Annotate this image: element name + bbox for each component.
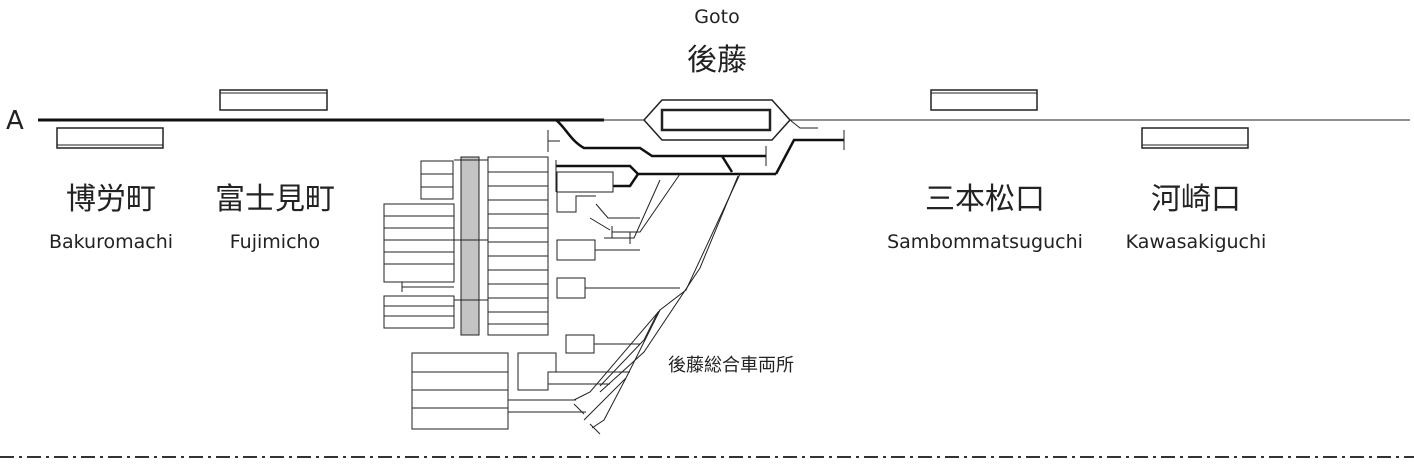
- depot-lead-tracks: [555, 160, 776, 435]
- station-name-ja-fujimicho: 富士見町: [215, 182, 335, 217]
- goto-sidings: [547, 119, 845, 175]
- depot-name: 後藤総合車両所: [668, 355, 794, 376]
- platform-sambommatsuguchi: [930, 89, 1038, 111]
- platform-goto: [642, 99, 792, 141]
- platform-bakuromachi: [56, 127, 164, 149]
- platform-kawasakiguchi: [1141, 127, 1249, 149]
- depot-buildings: [383, 156, 680, 430]
- station-name-en-bakuromachi: Bakuromachi: [49, 231, 173, 253]
- station-name-en-kawasakiguchi: Kawasakiguchi: [1126, 231, 1267, 253]
- station-name-ja-sambommatsuguchi: 三本松口: [925, 182, 1045, 217]
- station-name-ja-bakuromachi: 博労町: [66, 182, 156, 217]
- station-name-en-fujimicho: Fujimicho: [230, 231, 320, 253]
- platform-fujimicho: [219, 89, 328, 111]
- station-name-en-goto: Goto: [694, 6, 739, 28]
- depot-grey-building: [460, 156, 480, 336]
- station-name-en-sambommatsuguchi: Sambommatsuguchi: [887, 231, 1083, 253]
- line-letter: A: [6, 106, 24, 136]
- station-name-ja-goto: 後藤: [687, 43, 747, 78]
- station-name-ja-kawasakiguchi: 河崎口: [1151, 182, 1241, 217]
